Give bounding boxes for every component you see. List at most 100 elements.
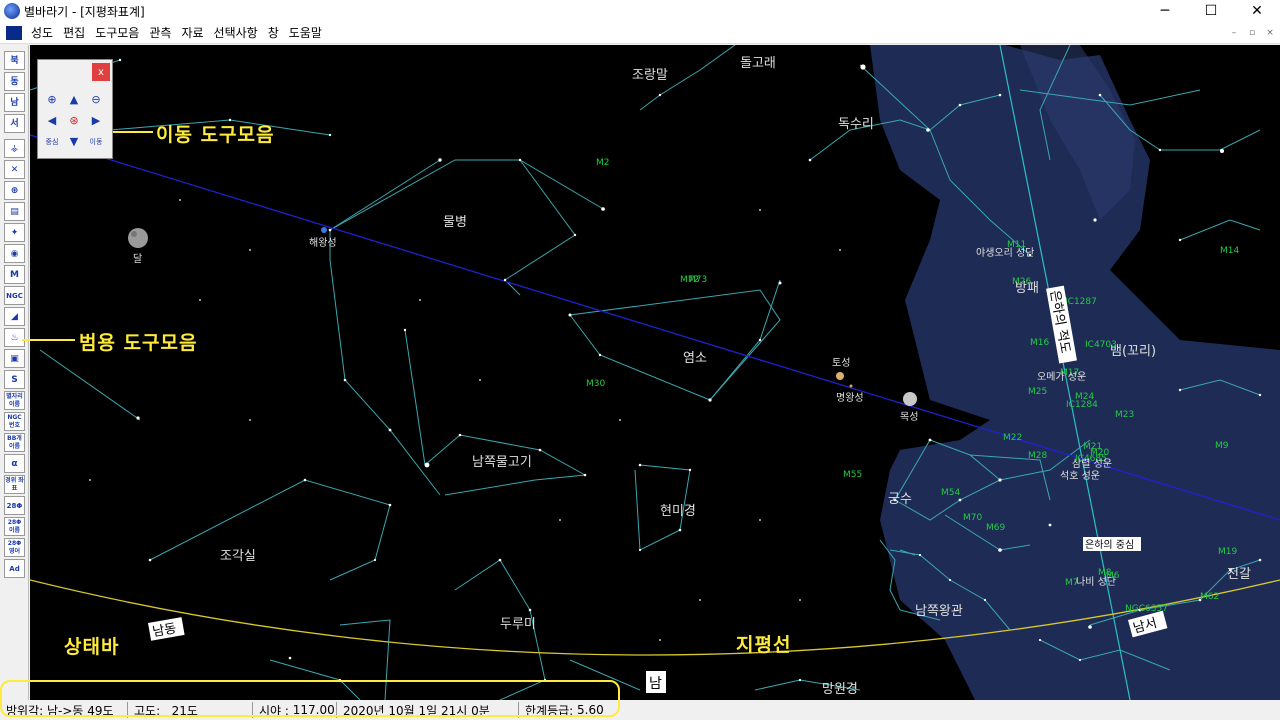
status-fov: 시야 : 117.00 [253,702,337,718]
deep-sky-label: IC4703 [1085,340,1117,350]
deep-sky-label: M26 [1012,277,1031,287]
center-view-button[interactable]: 중심 [45,137,59,146]
neptune-icon [321,227,327,233]
star-names-button[interactable]: BB개 이름 [4,433,25,452]
jupiter-icon [903,392,917,406]
annotation-line [113,131,153,133]
menu-options[interactable]: 선택사항 [213,26,258,40]
limit-mag-value: 5.60 [577,703,604,717]
stars-icon[interactable]: ✦ [4,223,25,242]
annotation-line [22,339,75,341]
mdi-restore-button[interactable]: ▫ [1248,28,1256,38]
zoom-in-icon[interactable]: ⊕ [47,93,57,106]
azimuth-value: 남->동 49도 [47,703,114,718]
view-north-button[interactable]: 북 [4,51,25,70]
lunar-mansions-button[interactable]: 28Φ [4,496,25,515]
planet-label: 명왕성 [836,392,864,404]
menu-edit[interactable]: 편집 [63,26,86,40]
deep-sky-label: M8 [1098,568,1112,578]
center-icon[interactable]: ⊛ [69,114,79,127]
constellation-label: 염소 [683,351,707,366]
moon-icon [128,228,148,248]
app-icon [4,3,20,19]
constellation-label: 두루미 [500,617,536,632]
deep-sky-label: M11 [1007,240,1026,250]
constellation-label: 조랑말 [632,68,668,83]
object-label: 석호 성운 [1060,470,1100,482]
window-title: 별바라기 - [지평좌표계] [24,4,145,19]
goto-button[interactable]: 이동 [89,137,103,146]
move-up-icon[interactable]: ▲ [69,93,79,106]
mdi-minimize-button[interactable]: – [1231,28,1237,38]
view-south-button[interactable]: 남 [4,93,25,112]
object-label: 오메가 성운 [1037,371,1086,383]
globe-icon[interactable]: ⊕ [4,181,25,200]
fov-value: 117.00 [292,703,335,717]
deep-sky-label: M6 [1106,571,1120,581]
crosshair-icon[interactable]: ✕ [4,160,25,179]
add-button[interactable]: Ad [4,559,25,578]
nebula-icon[interactable]: ▣ [4,349,25,368]
planet-label: 토성 [832,357,850,369]
galaxy-icon[interactable]: ♨ [4,328,25,347]
menu-starmap[interactable]: 성도 [31,26,54,40]
menu-help[interactable]: 도움말 [288,26,322,40]
maximize-button[interactable]: ☐ [1204,3,1218,19]
status-azimuth: 방위각: 남->동 49도 [0,702,128,718]
ngc-numbers-button[interactable]: NGC 번호 [4,412,25,431]
ngc-button[interactable]: NGC [4,286,25,305]
view-west-button[interactable]: 서 [4,114,25,133]
deep-sky-label: M20 [1090,448,1109,458]
telescope-icon[interactable]: ⚶ [4,139,25,158]
close-button[interactable]: ✕ [1251,3,1263,19]
menu-toolbars[interactable]: 도구모음 [95,26,140,40]
deep-sky-label: M9 [1215,441,1229,451]
menu-window[interactable]: 창 [267,26,279,40]
pluto-icon [849,384,853,388]
sky-chart[interactable]: 조랑말 돌고래 독수리 물병 염소 남쪽물고기 현미경 조각실 두루미 궁수 남… [30,45,1280,700]
deep-sky-label: M21 [1083,442,1102,452]
lunar-mansion-names-button[interactable]: 28Φ 이름 [4,517,25,536]
constellation-label: 남쪽왕관 [915,604,963,619]
constellation-label: 독수리 [838,117,874,132]
status-bar: 방위각: 남->동 49도 고도: 21도 시야 : 117.00 2020년 … [0,700,1280,720]
deep-sky-label: IC1287 [1065,297,1097,307]
document-icon[interactable] [6,25,22,40]
constellation-names-button[interactable]: 별자리 이름 [4,391,25,410]
menu-observe[interactable]: 관측 [149,26,172,40]
move-down-icon[interactable]: ▼ [69,135,79,148]
annotation-move-toolbar: 이동 도구모음 [156,124,275,146]
menu-data[interactable]: 자료 [181,26,204,40]
object-label: 나비 성단 [1076,576,1116,588]
altitude-value: 21도 [171,703,198,718]
zoom-out-icon[interactable]: ⊖ [91,93,101,106]
deep-sky-label: M25 [1028,387,1047,397]
planet-label: 목성 [900,411,918,423]
fov-label: 시야 : [259,703,289,718]
constellation-label: 현미경 [660,504,696,519]
deep-sky-label: M7 [1065,578,1079,588]
eye-icon[interactable]: ◉ [4,244,25,263]
minimize-button[interactable]: ─ [1160,3,1170,19]
move-left-icon[interactable]: ◀ [47,114,57,127]
comet-icon[interactable]: S [4,370,25,389]
title-bar: 별바라기 - [지평좌표계] ─ ☐ ✕ [0,0,1280,22]
deep-sky-label: M2 [596,158,610,168]
milky-way-icon[interactable]: ◢ [4,307,25,326]
print-icon[interactable]: ▤ [4,202,25,221]
greek-letters-button[interactable]: α [4,454,25,473]
messier-button[interactable]: M [4,265,25,284]
horizon-line [30,579,1280,656]
annotation-statusbar: 상태바 [64,636,120,658]
lunar-mansion-english-button[interactable]: 28Φ 영어 [4,538,25,557]
move-toolbar-close-button[interactable]: x [92,63,110,81]
deep-sky-label: M54 [941,488,960,498]
altaz-grid-button[interactable]: 경위 좌표 [4,475,25,494]
deep-sky-label: M22 [1003,433,1022,443]
mdi-close-button[interactable]: × [1266,28,1274,38]
move-right-icon[interactable]: ▶ [91,114,101,127]
menu-bar: 성도 편집 도구모음 관측 자료 선택사항 창 도움말 – ▫ × [0,22,1280,44]
view-east-button[interactable]: 동 [4,72,25,91]
deep-sky-label: M17 [1060,368,1079,378]
deep-sky-label: M70 [963,513,982,523]
